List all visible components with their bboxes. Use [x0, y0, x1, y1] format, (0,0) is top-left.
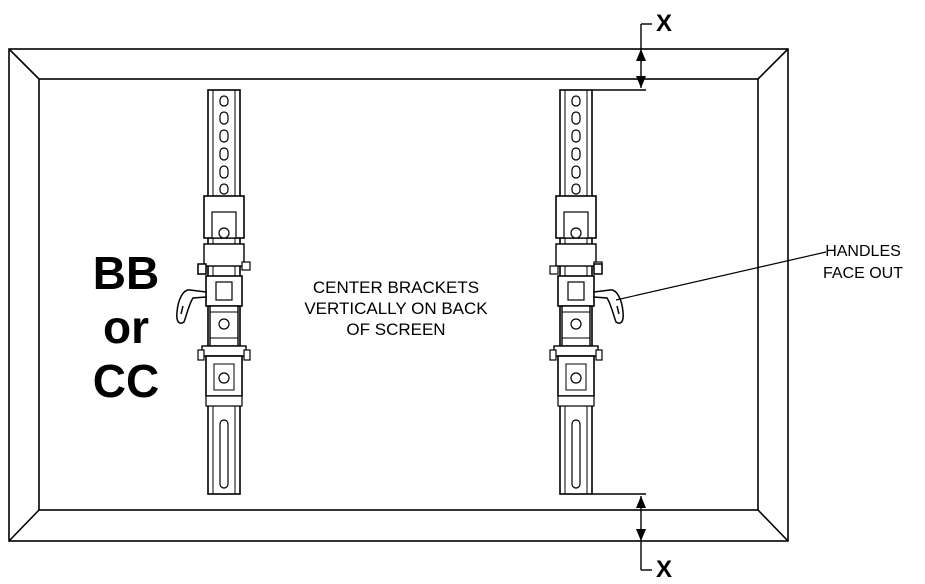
top-dimension: [592, 23, 652, 91]
handles-leader-line: [615, 251, 827, 301]
left-bracket: [176, 89, 251, 495]
screen-frame: [8, 48, 789, 542]
part-code-line-3: CC: [92, 355, 160, 407]
handles-face-out-note: HANDLES FACE OUT: [808, 241, 918, 285]
center-brackets-note: CENTER BRACKETS VERTICALLY ON BACK OF SC…: [276, 277, 516, 340]
handles-note-line-2: FACE OUT: [822, 265, 903, 282]
part-code-line-1: BB: [92, 247, 160, 299]
center-note-line-3: OF SCREEN: [346, 320, 446, 339]
top-dimension-label: X: [656, 10, 673, 37]
handles-note-line-1: HANDLES: [825, 243, 901, 260]
bottom-dimension: [592, 493, 652, 571]
right-bracket: [549, 89, 624, 495]
right-handle: [593, 263, 624, 324]
bottom-dimension-label: X: [656, 556, 673, 583]
center-note-line-2: VERTICALLY ON BACK: [304, 299, 488, 318]
left-handle: [176, 263, 207, 324]
bracket-part-code: BB or CC: [71, 250, 181, 412]
part-code-line-2: or: [103, 301, 149, 353]
center-note-line-1: CENTER BRACKETS: [312, 278, 480, 297]
